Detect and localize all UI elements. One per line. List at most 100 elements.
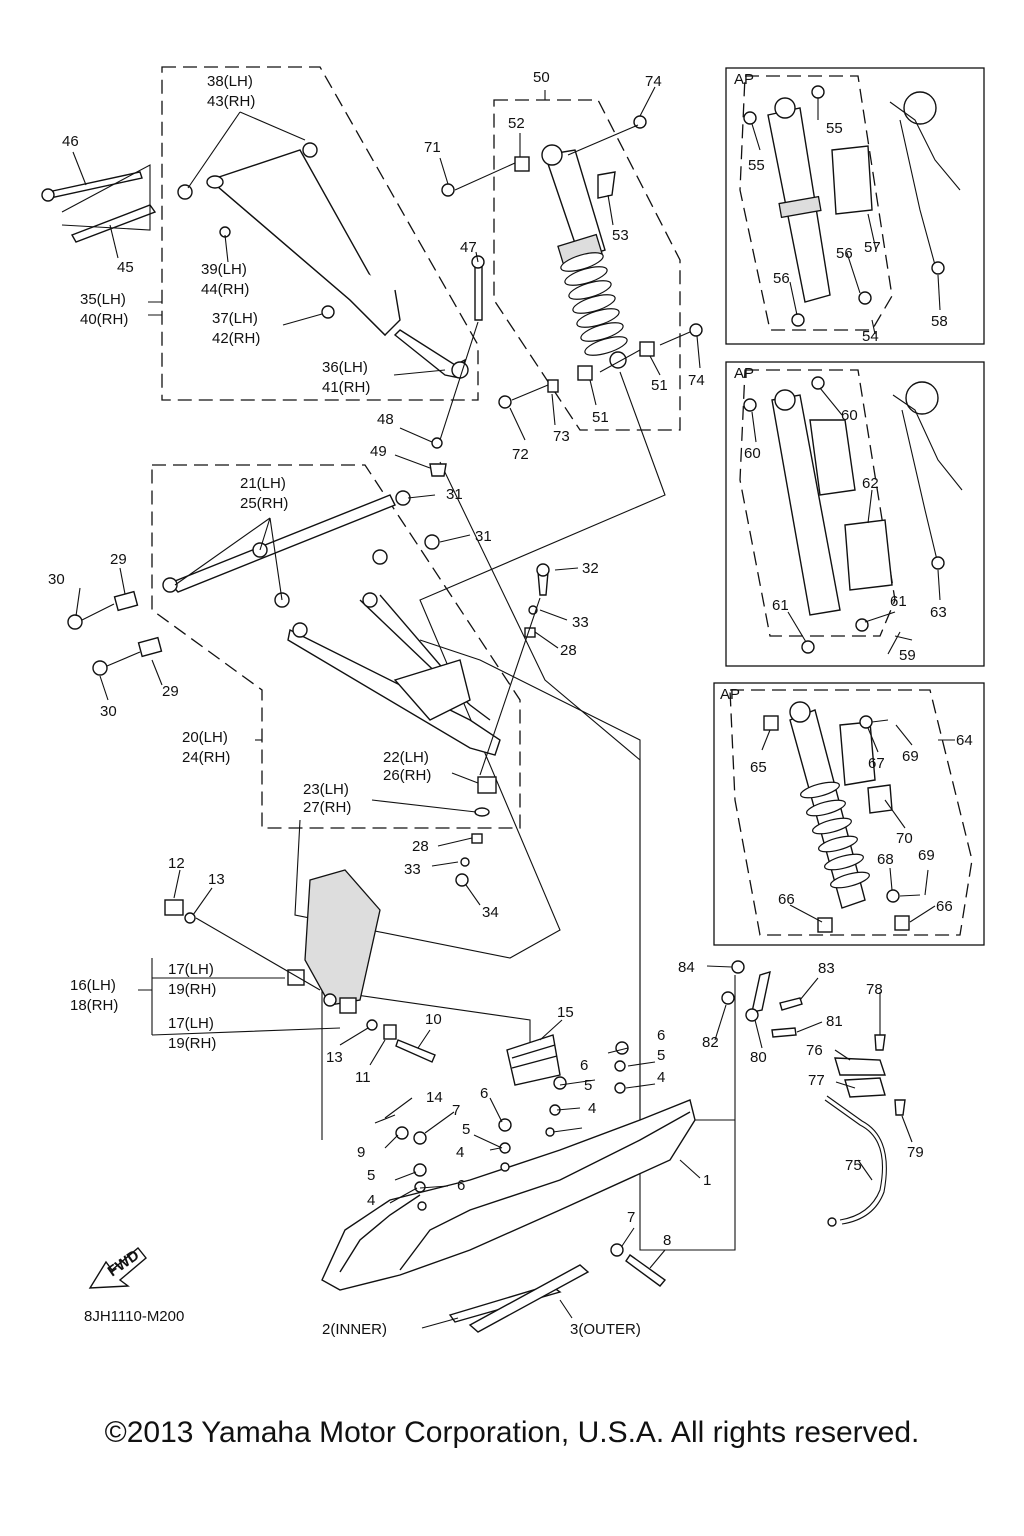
copyright-notice: ©2013 Yamaha Motor Corporation, U.S.A. A… xyxy=(104,1416,920,1449)
label-4c: 4 xyxy=(456,1144,464,1161)
callout-labels: 1 2(INNER) 3(OUTER) 4 4 4 4 5 5 5 5 6 6 … xyxy=(48,69,973,1338)
label-7a: 7 xyxy=(452,1102,460,1119)
label-21-lh: 21(LH) xyxy=(240,475,286,492)
label-5d: 5 xyxy=(367,1167,375,1184)
label-30b: 30 xyxy=(100,703,117,720)
ap-label-1: AP xyxy=(734,71,754,88)
connector-line-a xyxy=(294,371,666,959)
label-4b: 4 xyxy=(588,1100,596,1117)
label-65: 65 xyxy=(750,759,767,776)
label-60a: 60 xyxy=(841,407,858,424)
ap3-dash xyxy=(729,689,973,936)
ski-assembly xyxy=(321,1034,696,1333)
label-11: 11 xyxy=(355,1069,371,1086)
label-45: 45 xyxy=(117,259,134,276)
label-12: 12 xyxy=(168,855,185,872)
label-64: 64 xyxy=(956,732,973,749)
fwd-arrow-icon: FWD xyxy=(88,1247,147,1289)
label-25-rh: 25(RH) xyxy=(240,495,288,512)
label-26-rh: 26(RH) xyxy=(383,767,431,784)
ap2-dash xyxy=(739,369,896,637)
label-51b: 51 xyxy=(592,409,609,426)
label-33b: 33 xyxy=(404,861,421,878)
label-81: 81 xyxy=(826,1013,843,1030)
label-28b: 28 xyxy=(412,838,429,855)
label-61a: 61 xyxy=(772,597,789,614)
label-60b: 60 xyxy=(744,445,761,462)
label-44-rh: 44(RH) xyxy=(201,281,249,298)
label-16-lh: 16(LH) xyxy=(70,977,116,994)
label-19-rh-b: 19(RH) xyxy=(168,1035,216,1052)
label-27-rh: 27(RH) xyxy=(303,799,351,816)
label-4a: 4 xyxy=(657,1069,665,1086)
label-55a: 55 xyxy=(826,120,843,137)
ap1-dash xyxy=(739,75,893,331)
label-47: 47 xyxy=(460,239,477,256)
label-5a: 5 xyxy=(657,1047,665,1064)
main-shock xyxy=(441,115,703,409)
label-37-lh: 37(LH) xyxy=(212,310,258,327)
label-13b: 13 xyxy=(326,1049,343,1066)
label-9: 9 xyxy=(357,1144,365,1161)
label-48: 48 xyxy=(377,411,394,428)
label-74a: 74 xyxy=(645,73,662,90)
label-8: 8 xyxy=(663,1232,671,1249)
label-2: 2(INNER) xyxy=(322,1321,387,1338)
label-35-lh: 35(LH) xyxy=(80,291,126,308)
label-28a: 28 xyxy=(560,642,577,659)
ap3-shock xyxy=(763,701,921,933)
label-23-lh: 23(LH) xyxy=(303,781,349,798)
label-34: 34 xyxy=(482,904,499,921)
label-80: 80 xyxy=(750,1049,767,1066)
diagram-code: 8JH1110-M200 xyxy=(84,1308,185,1325)
label-50: 50 xyxy=(533,69,550,86)
label-42-rh: 42(RH) xyxy=(212,330,260,347)
steering-linkage xyxy=(721,960,906,1227)
label-39-lh: 39(LH) xyxy=(201,261,247,278)
label-67: 67 xyxy=(868,755,885,772)
ap2-shock xyxy=(743,376,963,654)
label-73: 73 xyxy=(553,428,570,445)
spindle-assembly xyxy=(164,869,436,1063)
label-71: 71 xyxy=(424,139,441,156)
label-57: 57 xyxy=(864,239,881,256)
label-6b: 6 xyxy=(580,1057,588,1074)
label-32: 32 xyxy=(582,560,599,577)
label-82: 82 xyxy=(702,1034,719,1051)
label-53: 53 xyxy=(612,227,629,244)
label-55b: 55 xyxy=(748,157,765,174)
label-74b: 74 xyxy=(688,372,705,389)
label-40-rh: 40(RH) xyxy=(80,311,128,328)
label-77: 77 xyxy=(808,1072,825,1089)
label-6a: 6 xyxy=(657,1027,665,1044)
label-6d: 6 xyxy=(457,1177,465,1194)
label-7b: 7 xyxy=(627,1209,635,1226)
label-17-lh-b: 17(LH) xyxy=(168,1015,214,1032)
label-31b: 31 xyxy=(475,528,492,545)
label-33a: 33 xyxy=(572,614,589,631)
label-46: 46 xyxy=(62,133,79,150)
upper-arm-assembly xyxy=(41,142,485,477)
label-66a: 66 xyxy=(778,891,795,908)
label-13a: 13 xyxy=(208,871,225,888)
label-70: 70 xyxy=(896,830,913,847)
label-49: 49 xyxy=(370,443,387,460)
label-75: 75 xyxy=(845,1157,862,1174)
shock-group-outline xyxy=(493,99,681,431)
label-30a: 30 xyxy=(48,571,65,588)
ap-box-2 xyxy=(725,361,985,667)
label-66b: 66 xyxy=(936,898,953,915)
label-6c: 6 xyxy=(480,1085,488,1102)
label-56a: 56 xyxy=(836,245,853,262)
ap-label-2: AP xyxy=(734,365,754,382)
label-78: 78 xyxy=(866,981,883,998)
label-52: 52 xyxy=(508,115,525,132)
label-1: 1 xyxy=(703,1172,711,1189)
ap1-shock xyxy=(743,85,961,327)
label-19-rh-a: 19(RH) xyxy=(168,981,216,998)
label-3: 3(OUTER) xyxy=(570,1321,641,1338)
label-36-lh: 36(LH) xyxy=(322,359,368,376)
label-22-lh: 22(LH) xyxy=(383,749,429,766)
ap-box-3 xyxy=(713,682,985,946)
